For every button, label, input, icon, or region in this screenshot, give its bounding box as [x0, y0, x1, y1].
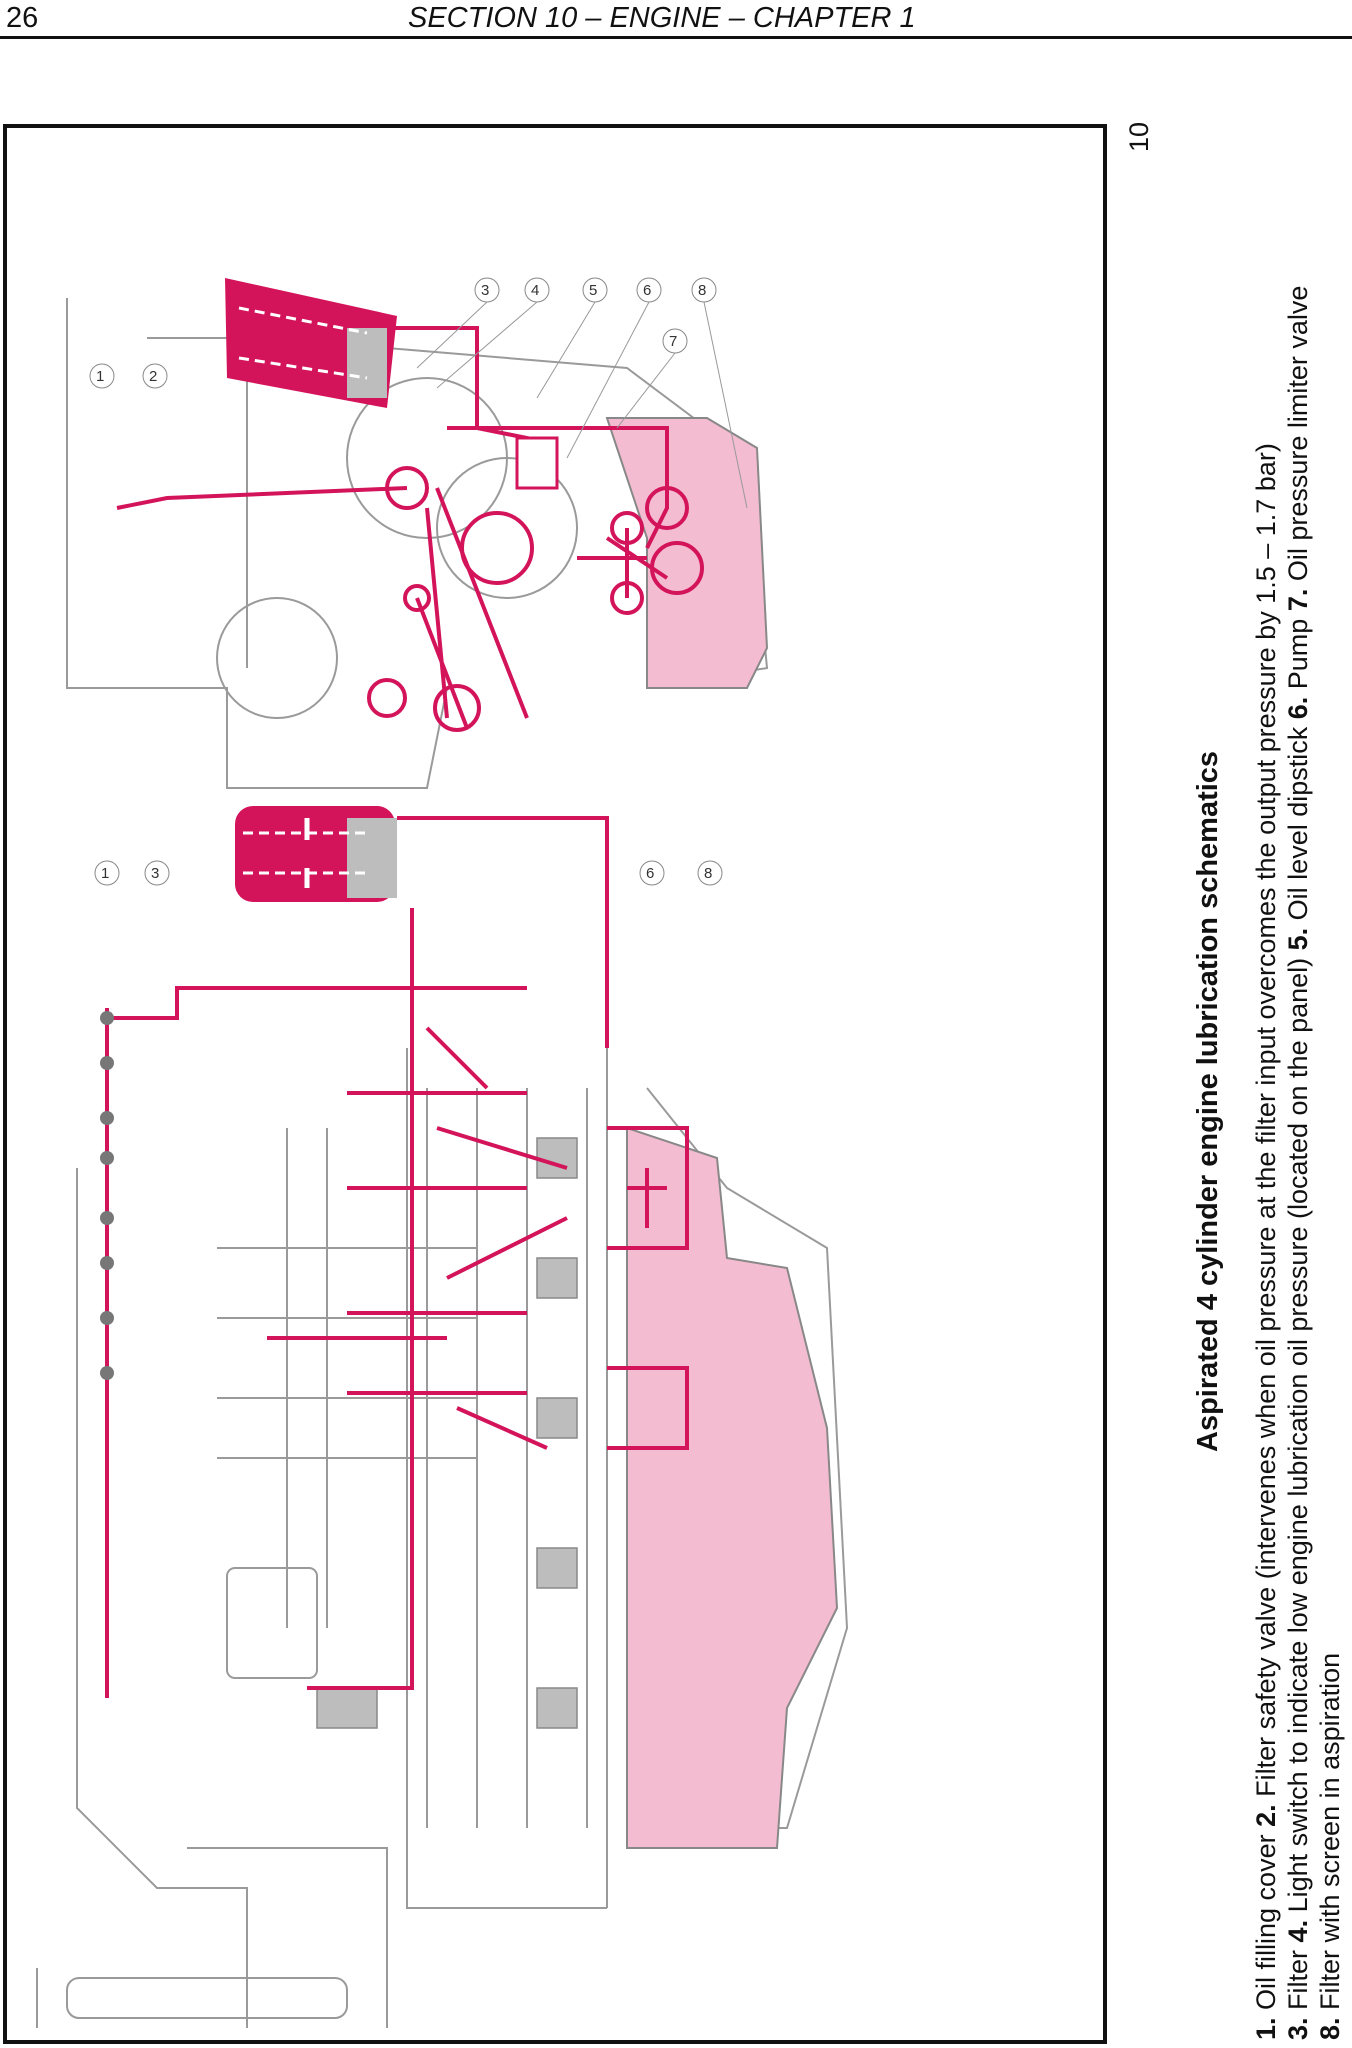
side-section-number: 10 [1124, 121, 1154, 152]
legend-line-3: 8. Filter with screen in aspiration [1315, 1652, 1345, 2040]
left-view-rocker-bolts [100, 1011, 114, 1380]
svg-text:5: 5 [589, 282, 597, 299]
figure-frame: 1 3 6 8 [3, 124, 1107, 2044]
svg-text:1: 1 [101, 865, 109, 882]
svg-text:6: 6 [643, 282, 651, 299]
left-view-filter [235, 806, 397, 902]
right-view-callouts: 1 2 3 4 5 6 7 8 [89, 277, 748, 509]
right-view-pump-housing [515, 436, 559, 490]
page-number: 26 [6, 2, 39, 34]
page-header: 26 SECTION 10 – ENGINE – CHAPTER 1 [0, 0, 1352, 40]
svg-text:8: 8 [704, 865, 712, 882]
header-rule [0, 36, 1352, 39]
legend-line-2: 3. Filter 4. Light switch to indicate lo… [1283, 285, 1313, 2040]
svg-text:3: 3 [151, 865, 159, 882]
section-title: SECTION 10 – ENGINE – CHAPTER 1 [408, 2, 916, 34]
right-view-filter [225, 278, 397, 408]
svg-text:3: 3 [481, 282, 489, 299]
left-view-sump [626, 1126, 839, 1849]
figure-legend: 1. Oil filling cover 2. Filter safety va… [1250, 286, 1346, 2040]
left-view-oil-circuit [105, 816, 689, 1698]
svg-text:8: 8 [698, 282, 706, 299]
svg-text:4: 4 [531, 282, 539, 299]
left-view-crank-blocks [316, 1137, 578, 1729]
lubrication-schematic: 1 3 6 8 [36, 277, 849, 2028]
svg-text:7: 7 [669, 333, 677, 350]
legend-line-1: 1. Oil filling cover 2. Filter safety va… [1251, 443, 1281, 2040]
figure-title: Aspirated 4 cylinder engine lubrication … [1192, 750, 1224, 1452]
svg-text:1: 1 [96, 368, 104, 385]
right-view-oil-circuit [116, 326, 704, 732]
svg-text:6: 6 [646, 865, 654, 882]
svg-text:2: 2 [149, 368, 157, 385]
left-view-callouts: 1 3 6 8 [94, 860, 723, 886]
